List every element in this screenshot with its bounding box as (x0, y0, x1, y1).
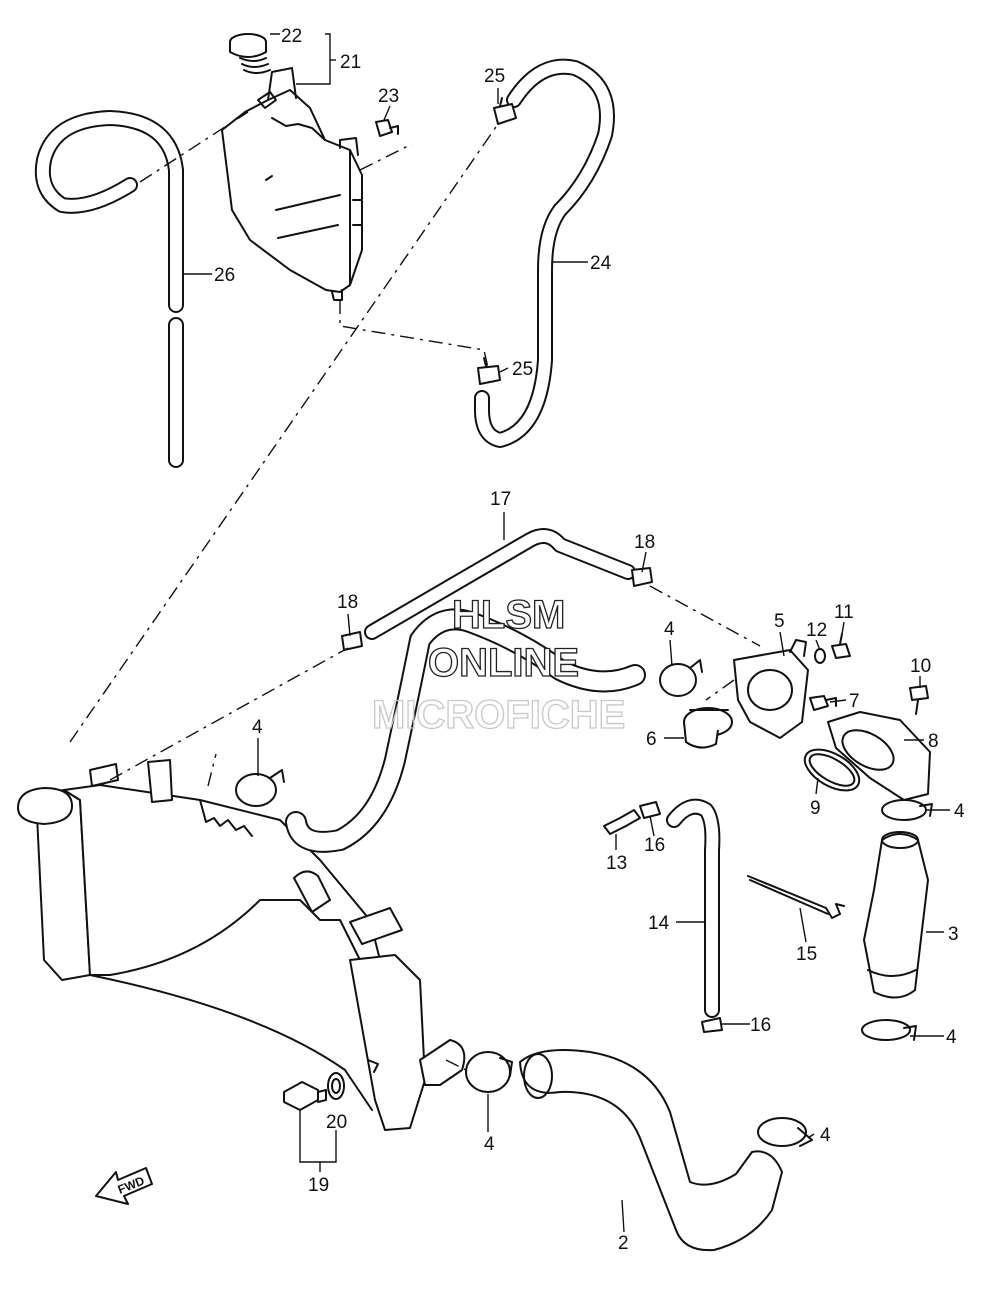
hose-clip-icon (341, 631, 363, 651)
hose-clamp-icon (757, 1117, 813, 1147)
bypass-hose-icon (364, 528, 636, 640)
callout-4-lower-right: 4 (820, 1125, 831, 1146)
assembly-guide-lines (69, 111, 761, 1073)
watermark-line2: ONLINE (428, 641, 579, 685)
callout-4-thermostat: 4 (664, 619, 675, 640)
hose-clamp-icon (861, 1019, 917, 1041)
upper-radiator-hose-icon (285, 608, 646, 853)
thermostat-icon (683, 707, 733, 749)
thermostat-hose-icon (863, 831, 929, 999)
callout-21: 21 (340, 52, 361, 73)
hose-clamp-icon (465, 1051, 513, 1093)
hose-fitting-icon (603, 809, 641, 835)
reservoir-cap-icon (229, 33, 271, 74)
callout-4-right-top: 4 (954, 801, 965, 822)
callout-16-bottom: 16 (750, 1015, 771, 1036)
hose-clip-icon (631, 567, 653, 587)
callout-12: 12 (806, 620, 827, 641)
callout-15: 15 (796, 944, 817, 965)
gasket-icon (803, 748, 861, 792)
reservoir-tank-icon (221, 67, 363, 301)
radiator-icon (17, 759, 466, 1131)
bolt-icon (809, 695, 837, 711)
washer-icon (814, 648, 826, 664)
lower-radiator-hose-icon (519, 1049, 783, 1252)
overflow-hose-icon (34, 110, 184, 468)
callout-16-top: 16 (644, 835, 665, 856)
callout-19: 19 (308, 1175, 329, 1196)
hose-clamp-icon (235, 769, 285, 807)
callout-13: 13 (606, 853, 627, 874)
callout-7: 7 (849, 691, 860, 712)
callout-8: 8 (928, 731, 939, 752)
washer-icon (327, 1072, 345, 1100)
bolt-icon (831, 633, 851, 659)
callout-25-bottom: 25 (512, 359, 533, 380)
fwd-arrow-icon: FWD (95, 1167, 153, 1205)
drain-bolt-icon (283, 1081, 327, 1111)
hose-clip-icon (701, 1017, 723, 1033)
watermark-line1: HLSM (452, 593, 565, 637)
callout-10: 10 (910, 656, 931, 677)
breather-hose-icon (666, 798, 721, 1018)
callout-14: 14 (648, 913, 670, 934)
callout-26: 26 (214, 265, 235, 286)
callout-25-top: 25 (484, 66, 505, 87)
callout-17: 17 (490, 489, 511, 510)
hose-clip-icon (639, 801, 661, 819)
hose-clamp-icon (659, 659, 703, 697)
hose-clamp-icon (881, 799, 933, 821)
callout-18-left: 18 (337, 592, 358, 613)
callout-4-right-bottom: 4 (946, 1027, 957, 1048)
callout-4-lower: 4 (484, 1134, 495, 1155)
hose-clip-icon (493, 97, 517, 125)
bolt-icon (375, 119, 399, 137)
watermark: HLSM ONLINE MICROFICHE (371, 592, 626, 737)
callout-3: 3 (948, 924, 959, 945)
callout-22: 22 (281, 26, 302, 47)
callout-9: 9 (810, 798, 821, 819)
callout-numbers: 22 21 23 25 24 26 25 17 18 18 5 11 12 10… (214, 26, 965, 1254)
callout-24: 24 (590, 253, 612, 274)
callout-23: 23 (378, 86, 399, 107)
callout-18-right: 18 (634, 532, 655, 553)
callout-4-upper: 4 (252, 717, 263, 738)
callout-leaders (184, 33, 950, 1233)
reservoir-hose-icon (474, 58, 615, 448)
thermostat-cover-icon (733, 639, 809, 739)
bolt-icon (909, 685, 929, 715)
watermark-line3: MICROFICHE (372, 693, 625, 737)
callout-11: 11 (834, 602, 854, 623)
callout-2: 2 (618, 1233, 629, 1254)
thermostat-housing-icon (827, 711, 931, 801)
callout-20: 20 (326, 1112, 347, 1133)
hose-clip-icon (477, 357, 501, 385)
cable-tie-icon (747, 875, 845, 919)
callout-6: 6 (646, 729, 657, 750)
callout-5: 5 (774, 611, 785, 632)
